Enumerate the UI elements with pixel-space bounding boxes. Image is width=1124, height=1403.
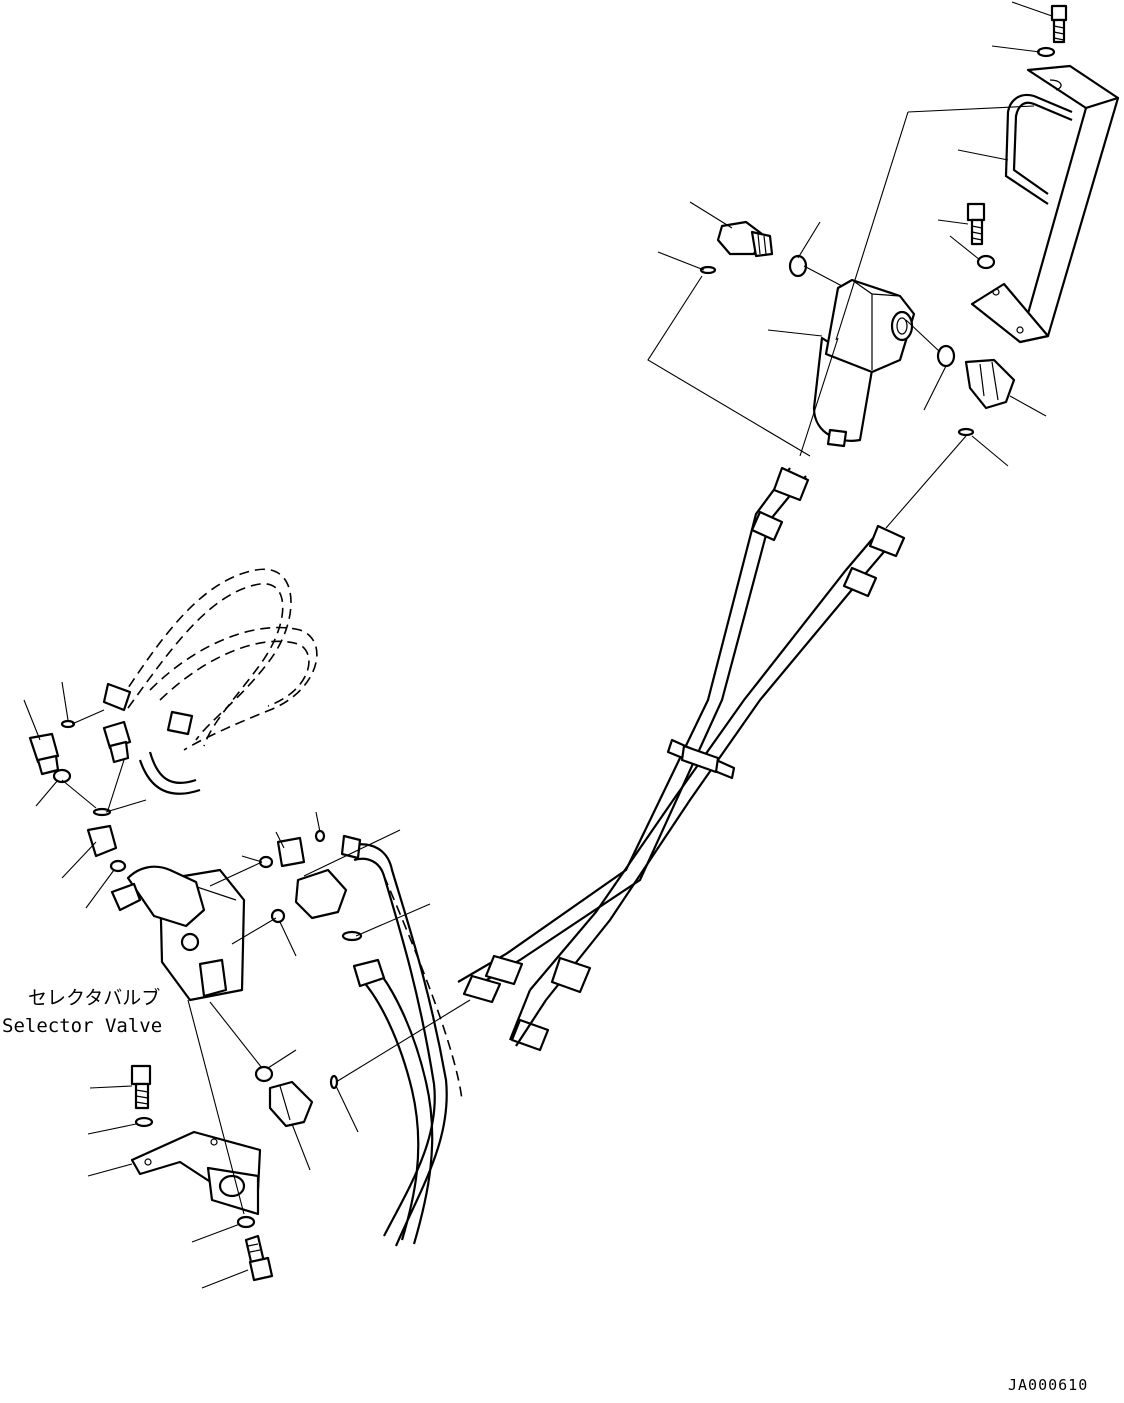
hose-pair-right bbox=[457, 466, 906, 1052]
o-ring-upper bbox=[788, 254, 808, 278]
fitting-valve-right bbox=[276, 836, 348, 920]
bolt-lower-upper bbox=[130, 1064, 152, 1110]
selector-valve bbox=[86, 824, 246, 1002]
washer-lower-upper bbox=[134, 1116, 154, 1128]
o-ring-valve-a bbox=[258, 855, 274, 869]
washer-mid bbox=[976, 254, 996, 270]
leader-lines bbox=[23, 1, 1053, 1289]
o-ring-right bbox=[936, 344, 956, 368]
hose-loop-left bbox=[102, 568, 318, 795]
o-ring-left-a bbox=[60, 719, 76, 729]
elbow-fitting-right bbox=[964, 358, 1016, 410]
o-ring-small-right bbox=[957, 427, 975, 437]
bolt-mid bbox=[966, 202, 986, 246]
bolt-top bbox=[1050, 4, 1068, 44]
filter-bracket bbox=[970, 64, 1120, 344]
bolt-lower bbox=[244, 1234, 274, 1282]
o-ring-small-upper bbox=[699, 265, 717, 275]
o-ring-valve-c bbox=[270, 908, 286, 924]
u-bolt bbox=[1004, 93, 1073, 205]
hose-pair-down bbox=[340, 834, 463, 1247]
lower-bracket bbox=[130, 1130, 262, 1216]
o-ring-left-b bbox=[52, 768, 72, 784]
elbow-fitting-lower bbox=[268, 1080, 314, 1128]
o-ring-valve-b bbox=[314, 829, 326, 843]
o-ring-left-c bbox=[92, 807, 112, 817]
fitting-left-a bbox=[28, 732, 60, 776]
drawing-id: JA000610 bbox=[1008, 1376, 1088, 1394]
o-ring-lower-a bbox=[254, 1065, 274, 1083]
selector-valve-label-en: Selector Valve bbox=[2, 1015, 162, 1037]
washer-top bbox=[1036, 46, 1056, 58]
hose-clamp bbox=[666, 738, 736, 780]
elbow-fitting-upper bbox=[716, 220, 774, 258]
washer-lower bbox=[236, 1215, 256, 1229]
hydraulic-filter bbox=[812, 278, 916, 448]
fitting-left-b bbox=[102, 720, 132, 764]
selector-valve-label-jp: セレクタバルブ bbox=[28, 986, 160, 1009]
o-ring-valve-d bbox=[341, 930, 363, 942]
